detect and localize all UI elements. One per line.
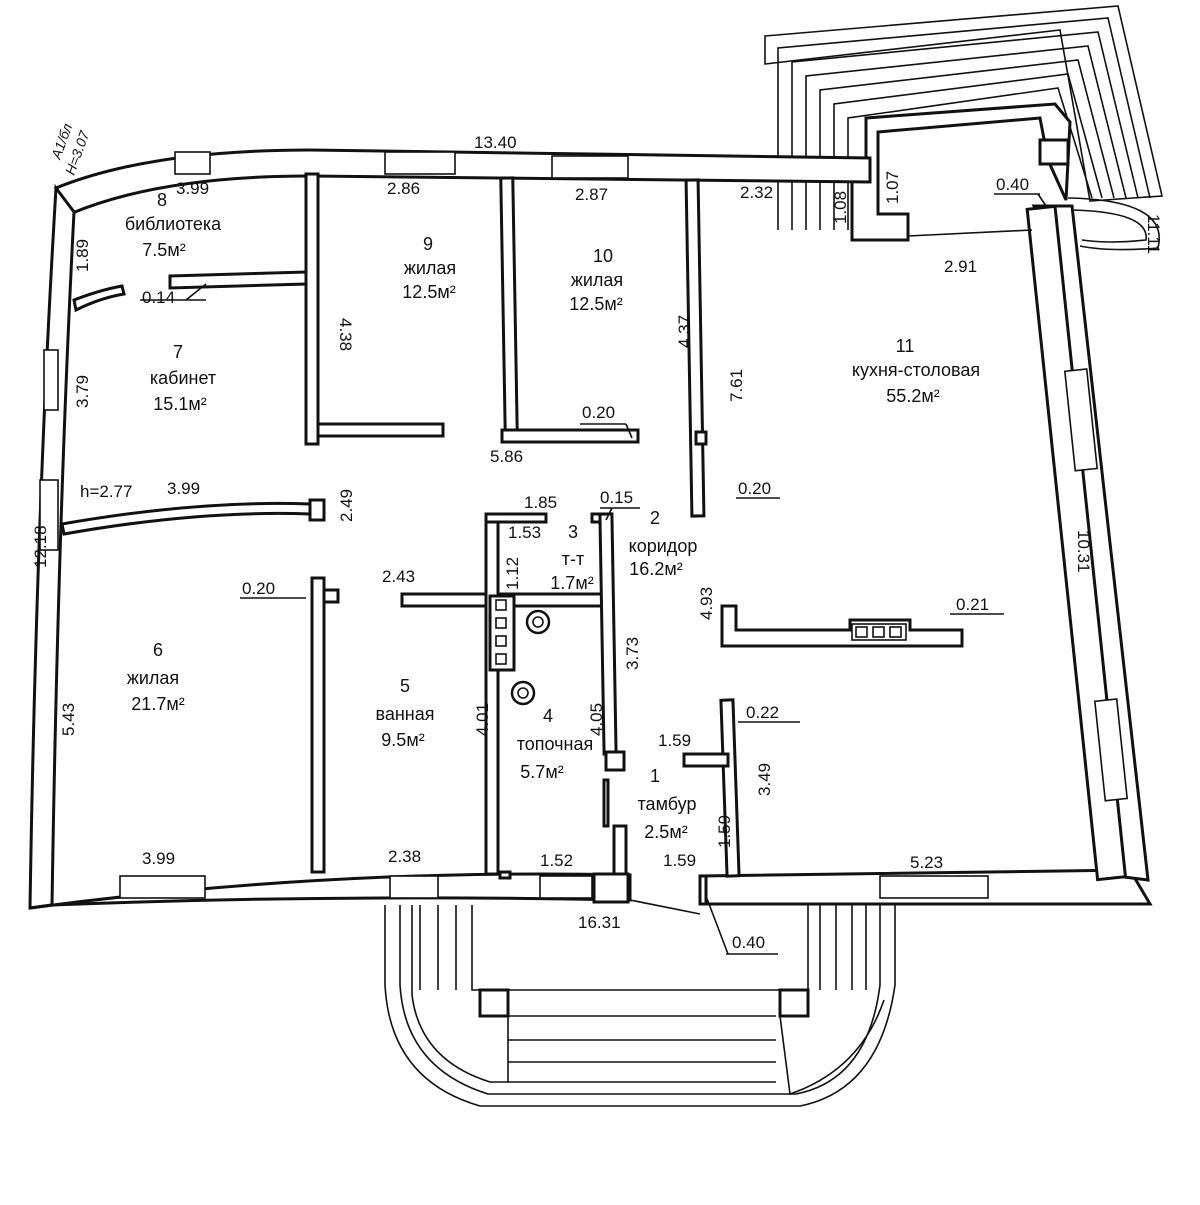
room-5-number: 5 (400, 676, 410, 696)
dim-0-20-c: 0.20 (242, 579, 275, 598)
dim-4-38: 4.38 (336, 318, 355, 351)
dim-2-32: 2.32 (740, 183, 773, 202)
dim-1-08: 1.08 (831, 191, 850, 224)
dim-0-20-a: 0.20 (582, 403, 615, 422)
room-11-area: 55.2м² (886, 386, 939, 406)
dim-left-total: 12.18 (31, 525, 50, 568)
dim-1-85: 1.85 (524, 493, 557, 512)
dim-1-52: 1.52 (540, 851, 573, 870)
room-6-name: жилая (127, 668, 179, 688)
dimension-labels: 13.40 16.31 11.11 10.31 12.18 h=2.77 3.9… (31, 133, 1163, 952)
dim-2-86: 2.86 (387, 179, 420, 198)
room-7-area: 15.1м² (153, 394, 206, 414)
dimension-lines (140, 193, 1047, 955)
dim-0-14: 0.14 (142, 288, 175, 307)
dim-3-79: 3.79 (73, 375, 92, 408)
dim-0-15: 0.15 (600, 488, 633, 507)
room-11-number: 11 (896, 336, 915, 356)
fixtures (510, 609, 551, 706)
dim-5-23: 5.23 (910, 853, 943, 872)
room-4-number: 4 (543, 706, 553, 726)
dim-1-59-c: 1.59 (663, 851, 696, 870)
outer-walls (28, 148, 1153, 910)
dim-4-93: 4.93 (697, 587, 716, 620)
dim-1-59-a: 1.59 (658, 731, 691, 750)
room-labels: 1 тамбур 2.5м² 2 коридор 16.2м² 3 т-т 1.… (125, 190, 980, 842)
room-3-area: 1.7м² (550, 573, 593, 593)
dim-0-40-bottom: 0.40 (732, 933, 765, 952)
dim-5-86: 5.86 (490, 447, 523, 466)
dim-1-89: 1.89 (73, 239, 92, 272)
dim-bottom-total: 16.31 (578, 913, 621, 932)
dim-3-49: 3.49 (755, 763, 774, 796)
inner-walls (60, 172, 964, 906)
dim-2-87: 2.87 (575, 185, 608, 204)
dim-1-07: 1.07 (883, 171, 902, 204)
dim-2-91: 2.91 (944, 257, 977, 276)
dim-4-01: 4.01 (473, 703, 492, 736)
room-7-name: кабинет (150, 368, 216, 388)
south-bay (384, 905, 896, 1107)
dim-7-61: 7.61 (727, 369, 746, 402)
dim-1-12: 1.12 (503, 557, 522, 590)
room-4-name: топочная (517, 734, 594, 754)
dim-1-59-b: 1.59 (715, 815, 734, 848)
room-3-name: т-т (562, 549, 584, 569)
room-1-number: 1 (650, 766, 660, 786)
windows (39, 151, 1129, 899)
room-1-name: тамбур (638, 794, 697, 814)
dim-3-99-mid: 3.99 (167, 479, 200, 498)
north-east-bay (764, 5, 1163, 251)
room-2-area: 16.2м² (629, 559, 682, 579)
room-7-number: 7 (173, 342, 183, 362)
room-1-area: 2.5м² (644, 822, 687, 842)
room-10-number: 10 (593, 246, 613, 266)
room-8-area: 7.5м² (142, 240, 185, 260)
room-6-area: 21.7м² (131, 694, 184, 714)
bay-column (1038, 138, 1070, 166)
room-9-area: 12.5м² (402, 282, 455, 302)
room-10-name: жилая (571, 270, 623, 290)
dim-5-43: 5.43 (59, 703, 78, 736)
dim-2-43: 2.43 (382, 567, 415, 586)
dim-0-40-top: 0.40 (996, 175, 1029, 194)
boiler-fixture (510, 680, 536, 706)
room-3-number: 3 (568, 522, 578, 542)
dim-right-inner: 10.31 (1074, 530, 1093, 573)
room-10-area: 12.5м² (569, 294, 622, 314)
room-2-name: коридор (629, 536, 698, 556)
dim-0-21: 0.21 (956, 595, 989, 614)
room-9-name: жилая (404, 258, 456, 278)
dim-3-99-top: 3.99 (176, 179, 209, 198)
dim-2-49: 2.49 (337, 489, 356, 522)
dim-2-38: 2.38 (388, 847, 421, 866)
room-9-number: 9 (423, 234, 433, 254)
dim-4-37: 4.37 (675, 315, 694, 348)
dim-0-20-b: 0.20 (738, 479, 771, 498)
room-8-name: библиотека (125, 214, 222, 234)
room-5-area: 9.5м² (381, 730, 424, 750)
room-8-number: 8 (157, 190, 167, 210)
dim-top-total: 13.40 (474, 133, 517, 152)
dim-1-53: 1.53 (508, 523, 541, 542)
dim-3-99-bottom: 3.99 (142, 849, 175, 868)
room-5-name: ванная (375, 704, 434, 724)
dim-h-library: h=2.77 (80, 482, 132, 501)
dim-4-05: 4.05 (587, 703, 606, 736)
room-2-number: 2 (650, 508, 660, 528)
dim-0-22: 0.22 (746, 703, 779, 722)
dim-right-total: 11.11 (1144, 214, 1163, 254)
room-11-name: кухня-столовая (852, 360, 980, 380)
dim-3-73: 3.73 (623, 637, 642, 670)
room-4-area: 5.7м² (520, 762, 563, 782)
room-6-number: 6 (153, 640, 163, 660)
toilet-fixture (525, 609, 551, 635)
